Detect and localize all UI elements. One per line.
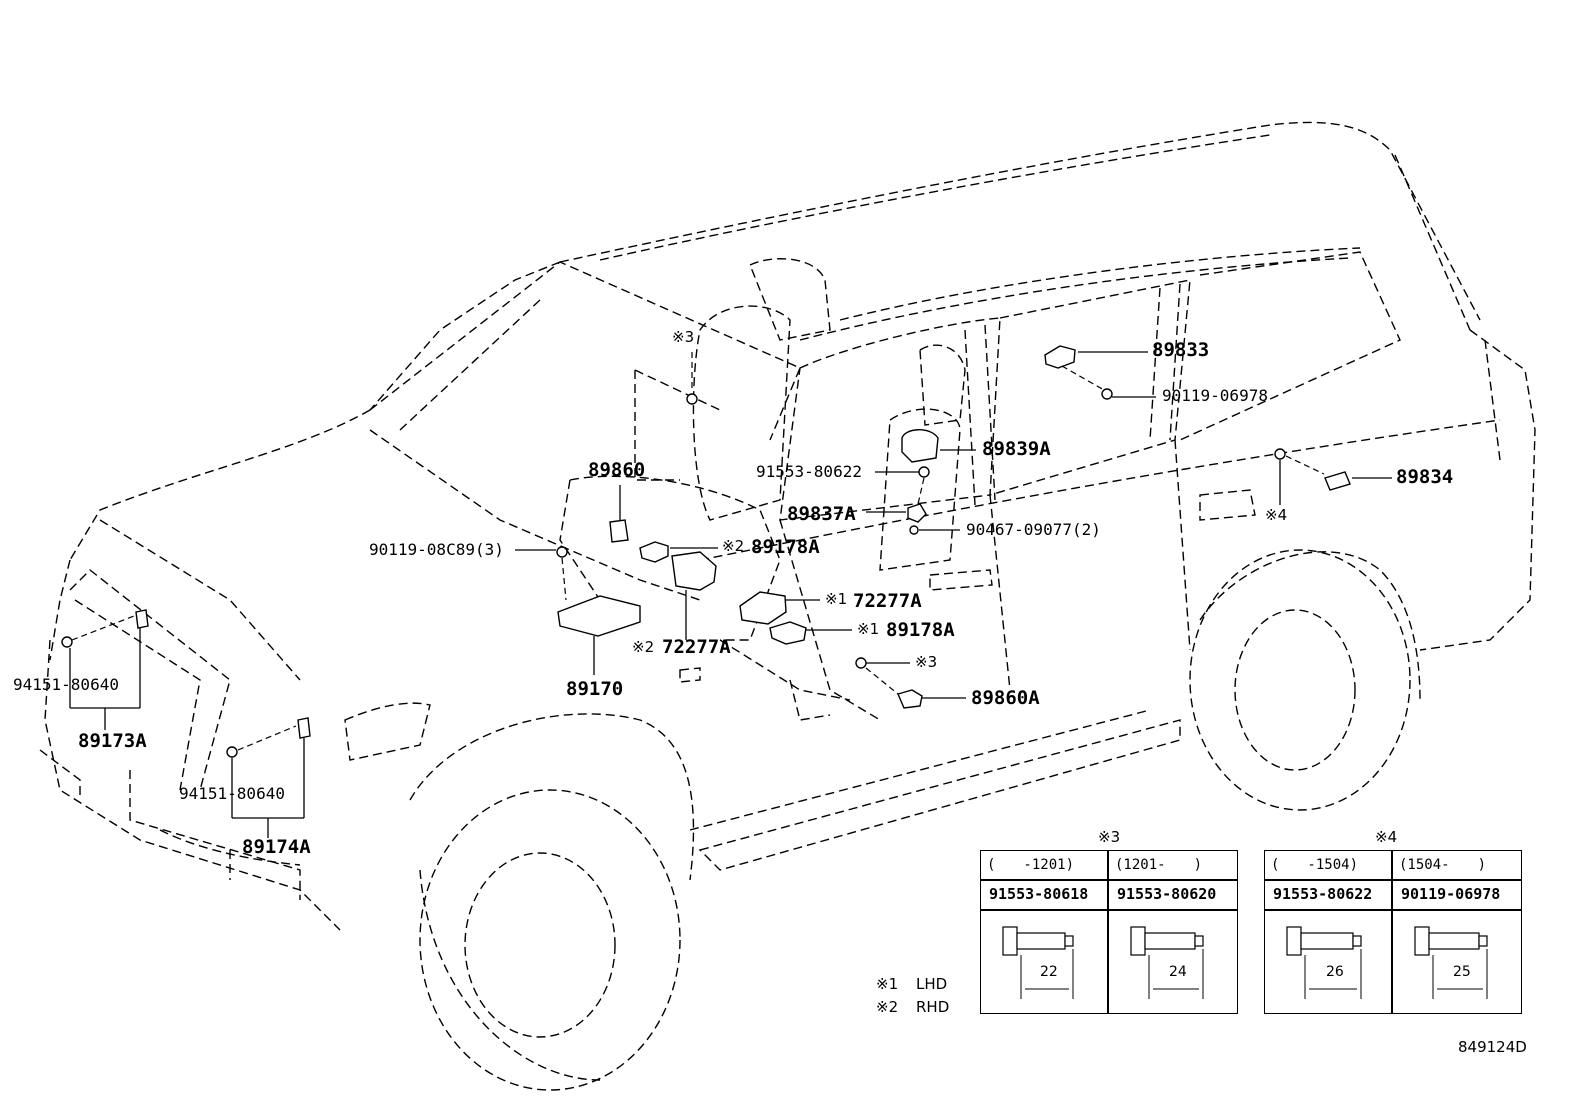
leader-lines — [69, 351, 1392, 838]
bolt-drawing-4 — [1414, 926, 1430, 956]
bolt-drawing-2 — [1130, 926, 1146, 956]
legend-rhd: RHD — [916, 998, 950, 1016]
label-89860: 89860 — [588, 459, 646, 481]
table-4-period-2: (1504- ) — [1399, 857, 1487, 873]
part-89170-icon — [557, 595, 641, 637]
part-door-bolt-icon — [855, 657, 867, 669]
part-89173A-sensor-icon — [135, 609, 149, 629]
label-90119-06978: 90119-06978 — [1162, 386, 1268, 405]
label-89860A: 89860A — [971, 687, 1040, 709]
legend-mark-1: ※1 — [876, 975, 899, 993]
parts — [61, 345, 1351, 758]
part-front-right-nut-icon — [226, 746, 238, 758]
label-89170: 89170 — [566, 678, 624, 700]
mark-note-3-top: ※3 — [672, 328, 695, 346]
part-89834-icon — [1324, 471, 1351, 491]
table-4-mark: ※4 — [1375, 828, 1398, 846]
part-89860-icon — [609, 519, 629, 543]
part-72277A-left-icon — [739, 591, 787, 625]
part-89833-icon — [1044, 345, 1076, 369]
label-89837A: 89837A — [787, 503, 856, 525]
part-89860A-icon — [897, 689, 923, 709]
mark-note-1-89178A: ※1 — [857, 620, 880, 638]
table-4-length-2: 25 — [1453, 964, 1471, 980]
mark-note-1-72277A: ※1 — [825, 590, 848, 608]
bolt-drawing-1 — [1002, 926, 1018, 956]
label-89173A: 89173A — [78, 730, 147, 752]
table-3-length-1: 22 — [1040, 964, 1058, 980]
part-91553-80622-bolt-icon — [918, 466, 930, 478]
table-3-period-2: (1201- ) — [1115, 857, 1203, 873]
part-89178A-right-icon — [639, 541, 669, 563]
label-89839A: 89839A — [982, 438, 1051, 460]
table-3-part-1: 91553-80618 — [989, 885, 1089, 903]
part-90119-06978-bolt-icon — [1101, 388, 1113, 400]
label-89834: 89834 — [1396, 466, 1454, 488]
part-rear-bolt-icon — [1274, 448, 1286, 460]
table-4: ( -1504) (1504- ) 91553-80622 90119-0697… — [1264, 850, 1522, 1014]
table-4-length-1: 26 — [1326, 964, 1344, 980]
part-front-left-nut-icon — [61, 636, 73, 648]
label-89833: 89833 — [1152, 339, 1210, 361]
table-4-part-1: 91553-80622 — [1273, 885, 1373, 903]
bolt-drawing-3 — [1286, 926, 1302, 956]
mark-note-2-89178A: ※2 — [722, 537, 745, 555]
mark-note-4-rear: ※4 — [1265, 506, 1288, 524]
part-89837A-icon — [907, 503, 927, 523]
mark-note-2-72277A: ※2 — [632, 638, 655, 656]
label-89174A: 89174A — [242, 836, 311, 858]
label-94151-80640-front-right: 94151-80640 — [179, 784, 285, 803]
table-4-bolt-drawings — [1286, 926, 1488, 999]
table-3: ( -1201) (1201- ) 91553-80618 91553-8062… — [980, 850, 1238, 1014]
part-89178A-left-icon — [769, 621, 807, 645]
label-94151-80640-front-left: 94151-80640 — [13, 675, 119, 694]
legend-mark-2: ※2 — [876, 998, 899, 1016]
label-72277A-right: 72277A — [662, 636, 731, 658]
diagram-id: 849124D — [1458, 1038, 1527, 1056]
label-90119-08C89: 90119-08C89(3) — [369, 540, 504, 559]
part-90119-08C89-bolt-icon — [556, 546, 568, 558]
label-89178A-right: 89178A — [751, 536, 820, 558]
table-3-part-2: 91553-80620 — [1117, 885, 1217, 903]
mark-note-3-door: ※3 — [915, 653, 938, 671]
part-89839A-icon — [901, 429, 939, 463]
part-72277A-right-icon — [671, 551, 717, 591]
label-90467-09077: 90467-09077(2) — [966, 520, 1101, 539]
label-72277A-left: 72277A — [853, 590, 922, 612]
legend-lhd: LHD — [916, 975, 948, 993]
label-91553-80622: 91553-80622 — [756, 462, 862, 481]
table-3-bolt-drawings — [1002, 926, 1204, 999]
part-top-bolt-icon — [686, 393, 698, 405]
table-3-mark: ※3 — [1098, 828, 1121, 846]
table-4-period-1: ( -1504) — [1271, 857, 1359, 873]
vehicle-outline — [39, 121, 1536, 1091]
table-3-period-1: ( -1201) — [987, 857, 1075, 873]
part-90467-09077-clip-icon — [909, 525, 919, 535]
part-89174A-sensor-icon — [297, 717, 311, 739]
table-4-part-2: 90119-06978 — [1401, 885, 1501, 903]
table-3-length-2: 24 — [1169, 964, 1187, 980]
label-89178A-left: 89178A — [886, 619, 955, 641]
